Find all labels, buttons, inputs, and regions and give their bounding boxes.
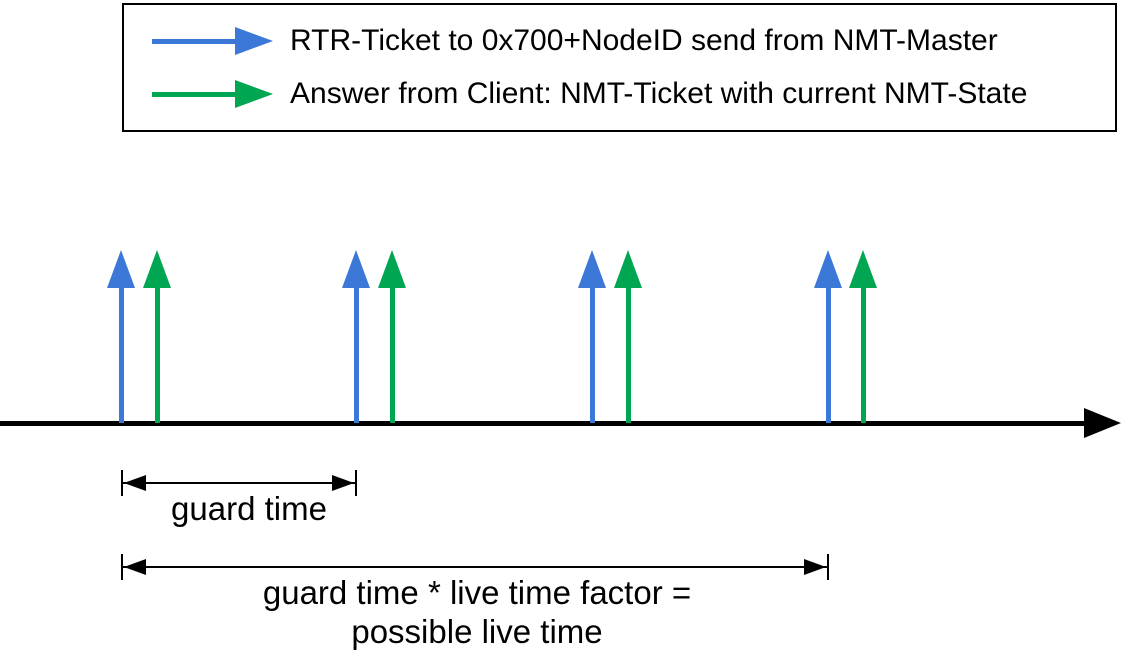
rtr-ticket-arrowhead-icon [578, 250, 606, 288]
event-arrow-answer [849, 250, 877, 423]
answer-arrowhead-icon [849, 250, 877, 288]
blue-arrow-right-icon [152, 27, 273, 55]
event-arrow-answer [378, 250, 406, 423]
event-arrow-rtr-ticket [814, 250, 842, 423]
live-time-label-line1: guard time * live time factor = [262, 574, 692, 611]
answer-arrowhead-icon [143, 250, 171, 288]
legend-item-rtr-ticket: RTR-Ticket to 0x700+NodeID send from NMT… [124, 21, 1115, 61]
guard-time-label: guard time [171, 490, 327, 527]
legend-label-answer: Answer from Client: NMT-Ticket with curr… [290, 77, 1028, 110]
legend-item-answer: Answer from Client: NMT-Ticket with curr… [124, 74, 1115, 114]
answer-arrowhead-icon [378, 250, 406, 288]
live-time-measure-arrow [121, 554, 829, 580]
event-arrow-rtr-ticket [107, 250, 135, 423]
legend-label-rtr-ticket: RTR-Ticket to 0x700+NodeID send from NMT… [290, 24, 998, 57]
rtr-ticket-arrowhead-icon [342, 250, 370, 288]
time-axis [0, 421, 1087, 426]
live-time-label: guard time * live time factor = possible… [263, 573, 691, 651]
time-axis-arrowhead-icon [1084, 408, 1121, 438]
event-arrow-rtr-ticket [578, 250, 606, 423]
green-arrow-right-icon [152, 80, 273, 108]
event-arrow-answer [614, 250, 642, 423]
rtr-ticket-arrowhead-icon [107, 250, 135, 288]
live-time-label-line2: possible live time [351, 613, 603, 650]
legend-box: RTR-Ticket to 0x700+NodeID send from NMT… [122, 3, 1117, 132]
event-arrow-answer [143, 250, 171, 423]
guard-time-measure-arrow [121, 470, 357, 496]
rtr-ticket-arrowhead-icon [814, 250, 842, 288]
answer-arrowhead-icon [614, 250, 642, 288]
event-arrow-rtr-ticket [342, 250, 370, 423]
